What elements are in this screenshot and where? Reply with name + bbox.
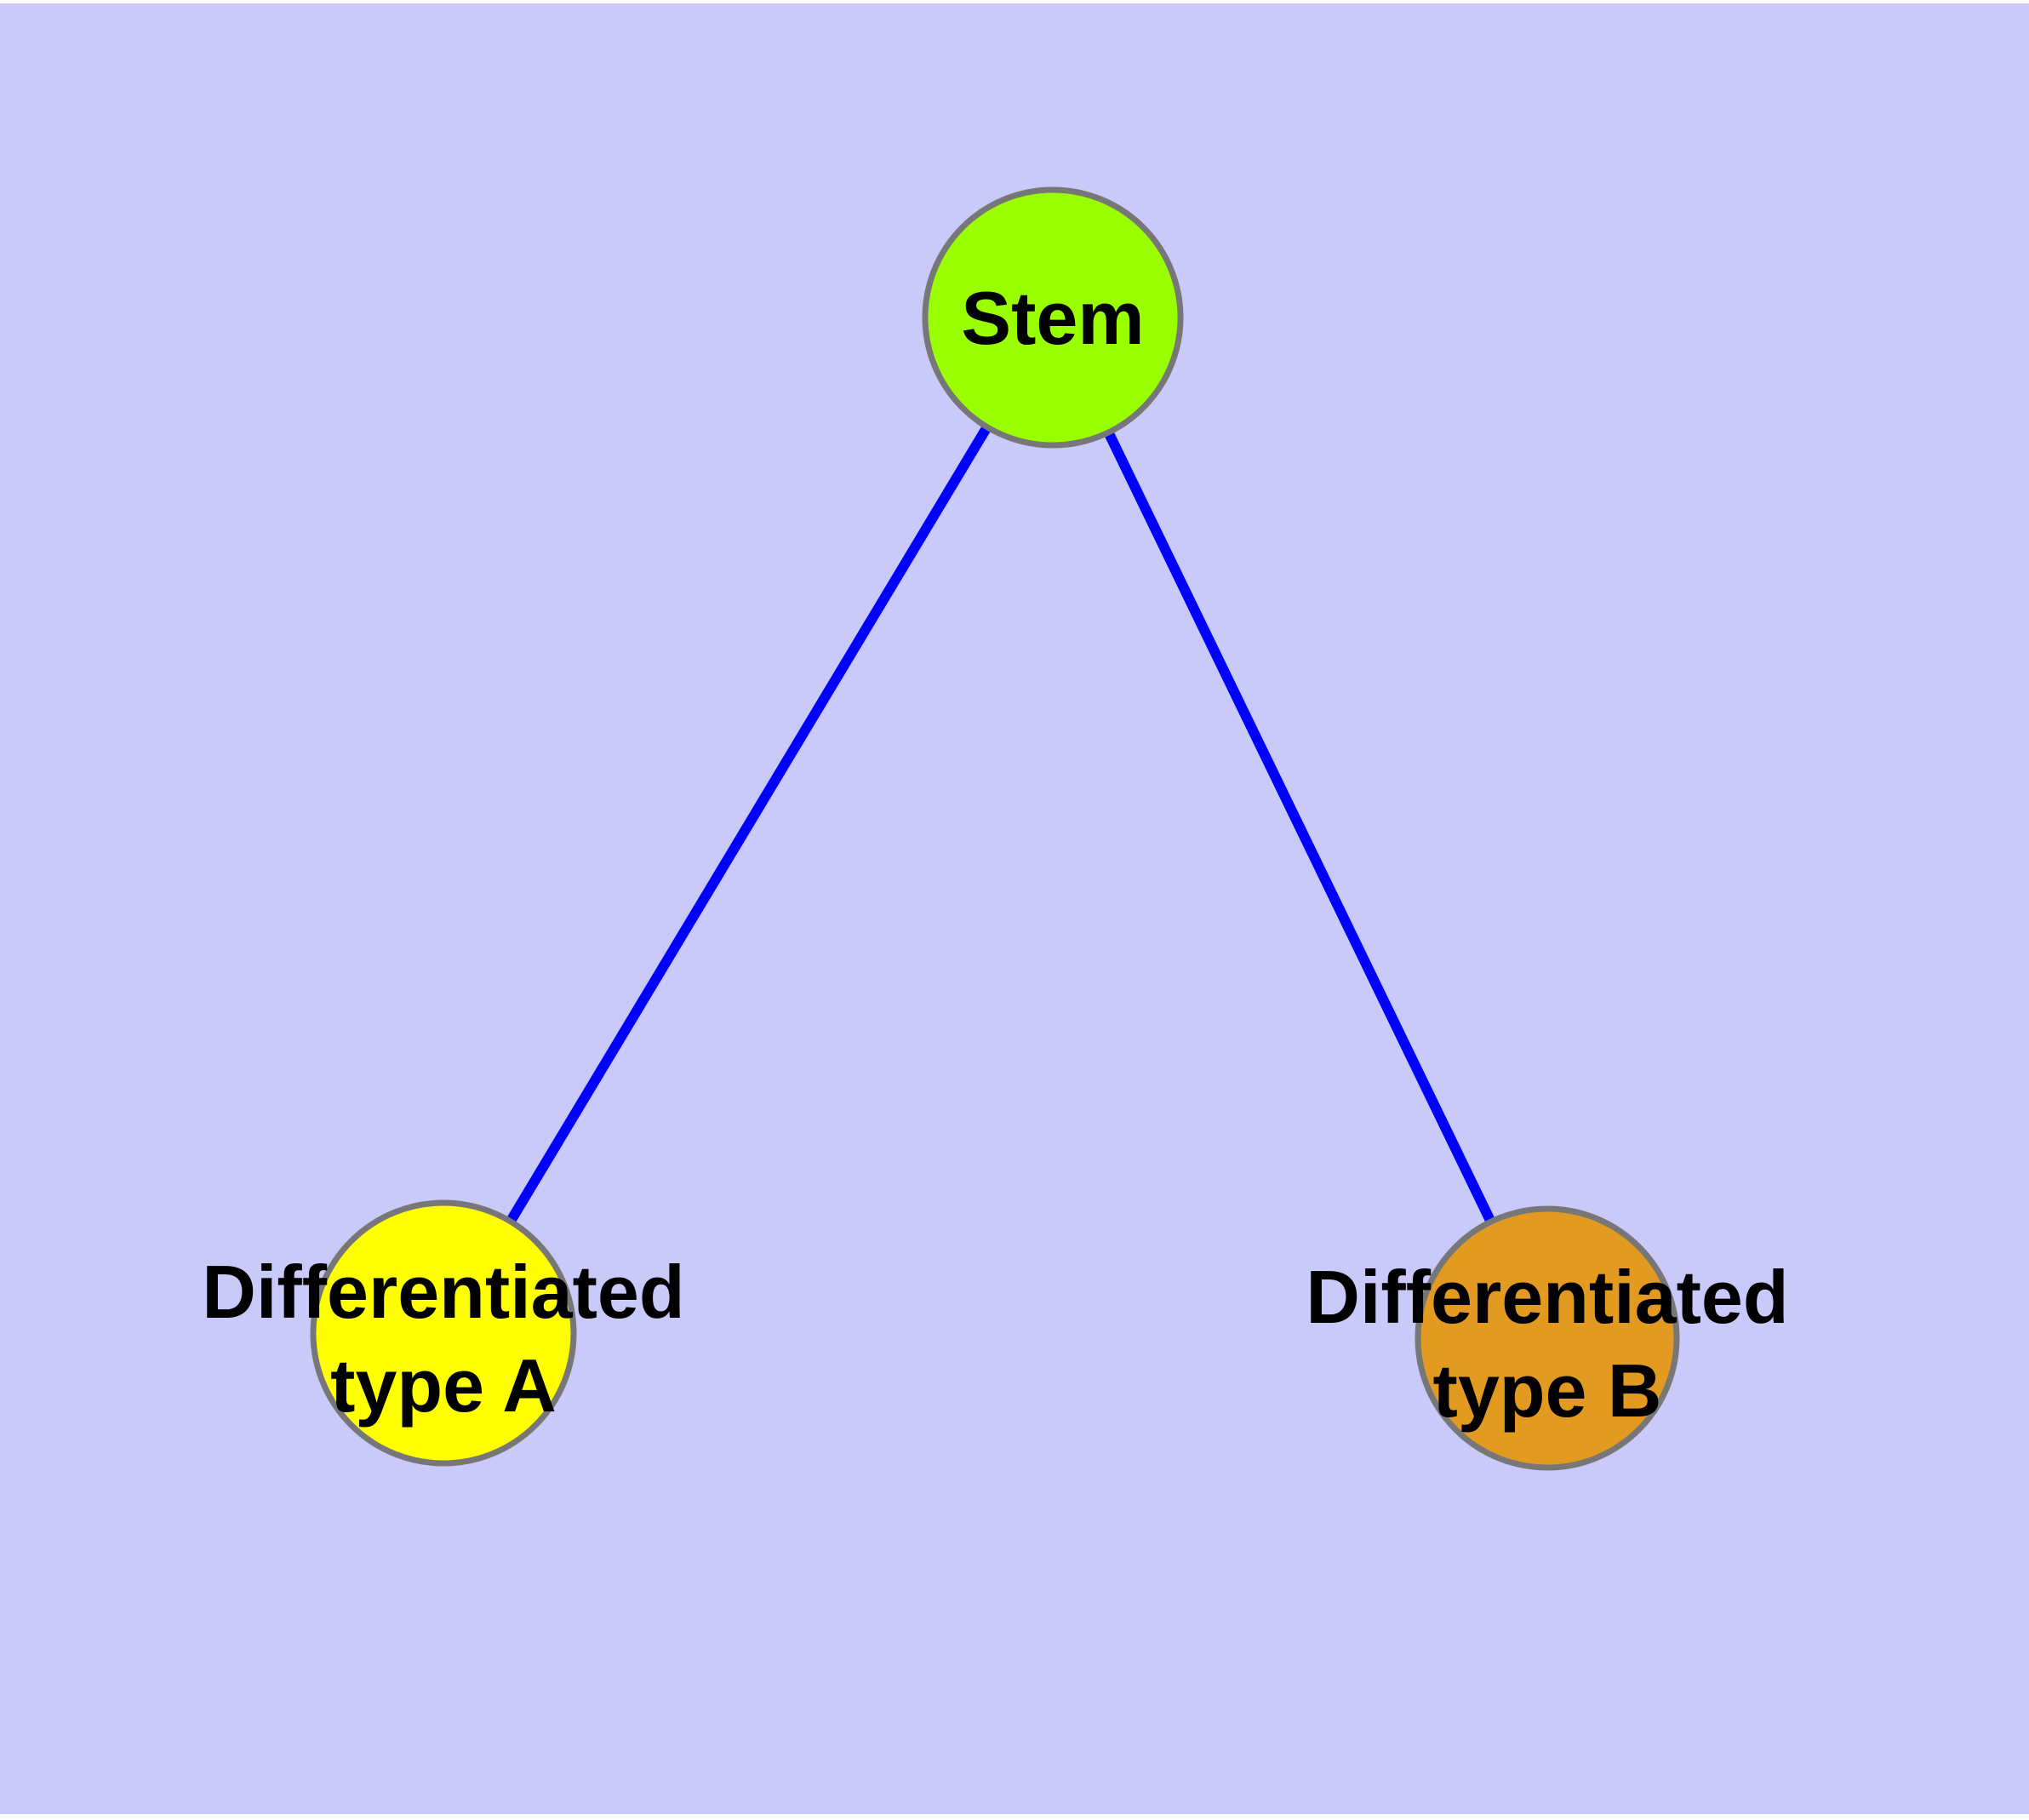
node-type-b-label-line2: type B	[1433, 1348, 1662, 1433]
node-stem-label: Stem	[961, 276, 1144, 360]
node-type-b-label-line1: Differentiated	[1306, 1255, 1788, 1339]
edge-stem-to-type-a	[438, 314, 1058, 1336]
node-type-a-label-line2: type A	[330, 1343, 557, 1428]
node-type-a-circle	[310, 1199, 577, 1467]
node-type-b-circle	[1415, 1205, 1680, 1471]
node-type-a-label-line1: Differentiated	[202, 1250, 684, 1334]
node-stem-circle	[922, 186, 1184, 449]
edge-stem-to-type-b	[1048, 315, 1552, 1341]
